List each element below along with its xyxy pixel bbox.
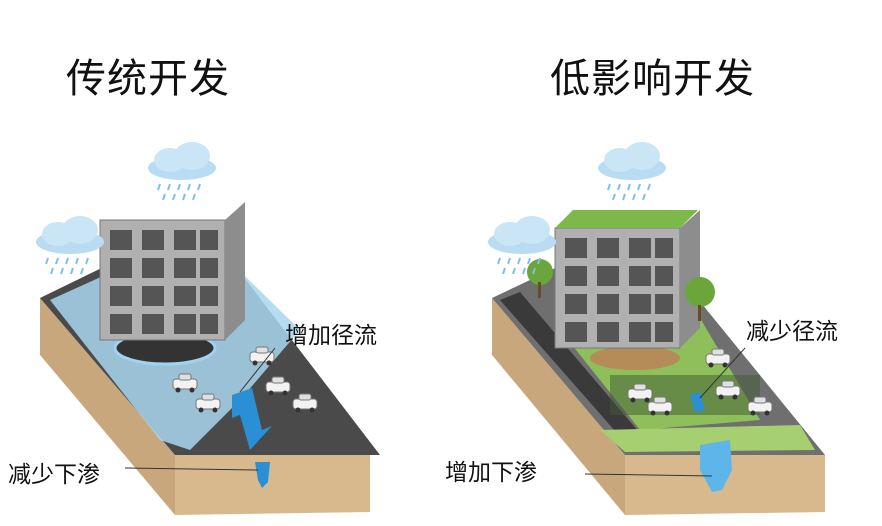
right-infiltration-label: 增加下渗 — [445, 460, 537, 486]
rain-cloud-icon — [597, 141, 667, 201]
rain-cloud-icon — [35, 215, 105, 275]
building-icon — [554, 209, 701, 349]
left-runoff-label: 增加径流 — [285, 323, 377, 349]
left-panel-title: 传统开发 — [66, 56, 230, 102]
infiltration-arrow-icon — [700, 440, 732, 492]
tree-icon — [527, 259, 553, 285]
runoff-arrow-icon — [232, 388, 272, 450]
right-panel-title: 低影响开发 — [550, 56, 755, 102]
rain-cloud-icon — [147, 141, 217, 201]
infiltration-drop-icon — [255, 462, 270, 488]
low-impact-development-diorama — [487, 141, 825, 515]
left-infiltration-label: 减少下渗 — [8, 462, 100, 488]
traditional-development-diorama — [35, 141, 380, 515]
tree-icon — [685, 277, 715, 307]
building-icon — [99, 201, 246, 341]
right-runoff-label: 减少径流 — [746, 319, 838, 345]
